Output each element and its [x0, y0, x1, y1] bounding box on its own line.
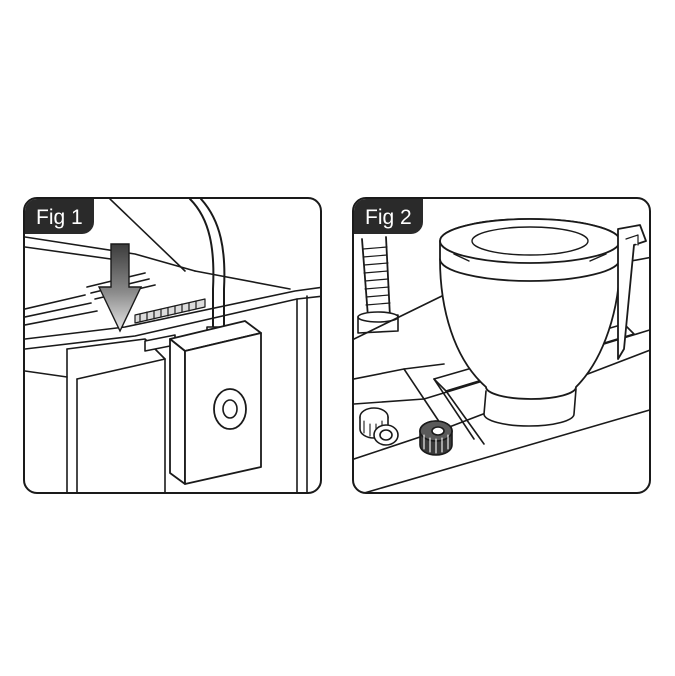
- figure-2-label: Fig 2: [354, 199, 423, 234]
- air-hose: [189, 199, 215, 328]
- tank-rim: [25, 286, 320, 340]
- pump-dial: [213, 388, 247, 430]
- figure-2-illustration: [354, 218, 649, 492]
- adjustment-knob-left: [359, 407, 399, 446]
- filter-comb: [134, 298, 206, 324]
- tank-lid: [109, 199, 186, 272]
- filter-cup: [439, 218, 647, 400]
- adjustment-knob-right: [419, 420, 453, 456]
- figure-1-label: Fig 1: [25, 199, 94, 234]
- figure-2-panel: Fig 2: [352, 197, 651, 494]
- figure-1-illustration: [25, 199, 320, 492]
- down-arrow-icon: [97, 243, 143, 333]
- figure-1-panel: Fig 1: [23, 197, 322, 494]
- corrugated-hose: [357, 236, 399, 334]
- tank-front: [25, 370, 68, 492]
